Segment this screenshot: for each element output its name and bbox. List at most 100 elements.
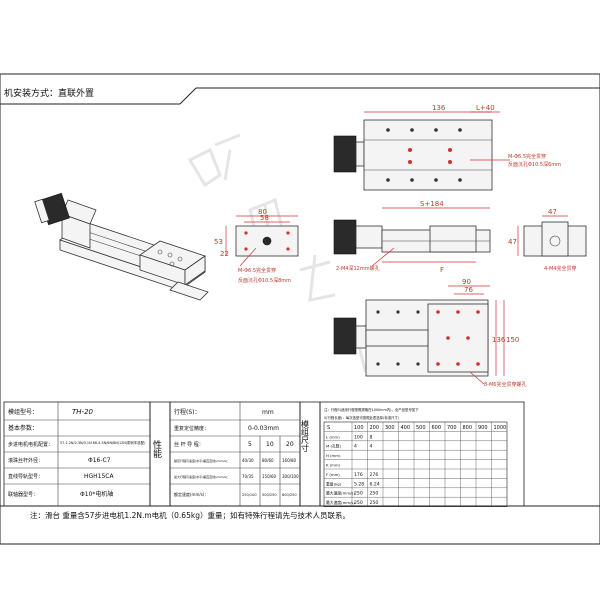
spec-label-3: 滚珠丝杆外径：: [8, 457, 43, 464]
through-hole: [448, 148, 452, 152]
perf-val-0-0: 0-0.03mm: [248, 425, 279, 432]
m6-hole: [446, 336, 450, 340]
dim-58-small: 58: [260, 214, 269, 222]
perf-val-2-2: 160/80: [282, 458, 297, 463]
dim-f: F: [440, 266, 444, 274]
spec-value-3: Φ16-C7: [88, 457, 111, 464]
size-cell: 100: [354, 434, 363, 440]
size-header-cell: 700: [447, 425, 457, 431]
dim-76-bottom: 76: [464, 286, 473, 294]
perf-side-label: 性能: [151, 439, 162, 459]
mounting-hole: [434, 128, 438, 132]
size-header-cell: 900: [478, 425, 488, 431]
rail-hole: [416, 362, 420, 366]
size-header-cell: S: [327, 425, 330, 431]
rail-hole: [376, 362, 380, 366]
through-hole: [408, 148, 412, 152]
through-hole: [448, 160, 452, 164]
size-cell: 250: [354, 491, 363, 497]
size-header-cell: 300: [385, 425, 395, 431]
size-cell: 6.24: [370, 481, 380, 487]
perf-val-1-2: 20: [286, 441, 294, 448]
mounting-hole: [410, 128, 414, 132]
size-header-cell: 800: [463, 425, 473, 431]
perf-val-1-0: 5: [248, 441, 252, 448]
rail-hole: [396, 310, 400, 314]
spec-value-0: TH-20: [72, 408, 94, 416]
dim-136-top: 136: [432, 104, 446, 112]
dim-22-small: 22: [220, 250, 229, 258]
size-header-cell: 1000: [494, 425, 507, 431]
size-row-label: K (mm): [326, 463, 341, 468]
rail-hole: [416, 310, 420, 314]
front-view: S+184 F 2-M4深12mm螺孔: [333, 200, 491, 274]
perf-label-2: 额定行程与速度(水平/垂直直线)(mm/s)：: [174, 458, 230, 463]
spec-label-0: 模组型号：: [8, 408, 38, 416]
rail-hole: [376, 310, 380, 314]
dim-s184: S+184: [420, 200, 444, 208]
drawing-frame: [0, 73, 600, 545]
perf-rows: 行程(S)： mm 重复定位精度： 0-0.03mm 丝 杆 导 程： 5 10…: [170, 408, 300, 506]
size-row-label: F (mm): [326, 472, 340, 477]
callout-m6-bottom: 8-M6完全贯穿螺孔: [484, 381, 526, 388]
spec-table: 模组型号： TH-20 基本参数： 步进电机电机配置： 57-1.2N/2.3N…: [3, 401, 525, 507]
perf-val-3-2: 300/100: [282, 474, 299, 479]
m6-hole: [476, 310, 480, 314]
spec-value-5: Φ10*电机轴: [80, 490, 113, 498]
perf-val-4-1: 500/250: [262, 493, 277, 497]
mounting-hole: [386, 128, 390, 132]
size-note-1: 注：行程S(适用行程按照规格在1000mm内)，全产品型号如下: [324, 407, 419, 412]
footer-note: 注：滑台 重量含57步进电机1.2N.m电机（0.65kg）重量；如有特殊行程请…: [30, 510, 350, 520]
bottom-view: 90 76 136 150 8-M6完全贯穿螺孔: [333, 278, 526, 388]
through-hole: [408, 160, 412, 164]
size-table: 注：行程S(适用行程按照规格在1000mm内)，全产品型号如下 S(行程长度)：…: [323, 407, 508, 507]
m6-hole: [436, 310, 440, 314]
iso-view: [34, 192, 209, 301]
size-header-cell: 600: [432, 425, 442, 431]
size-cell: 4: [354, 444, 357, 450]
m6-hole: [456, 362, 460, 366]
size-row-label: L (mm): [326, 434, 340, 439]
spec-label-5: 联轴器型号：: [8, 491, 38, 498]
dim-90-bottom: 90: [462, 278, 471, 286]
header-rule-slant: [179, 87, 197, 105]
size-header-cell: 500: [416, 425, 426, 431]
dim-136-bottom: 136: [492, 336, 506, 344]
m6-hole: [476, 362, 480, 366]
m6-hole: [456, 310, 460, 314]
dim-80-small: 80: [258, 208, 267, 216]
rail-hole: [396, 362, 400, 366]
mounting-hole: [458, 178, 462, 182]
mounting-hole: [386, 178, 390, 182]
size-header-cell: 200: [370, 425, 380, 431]
spec-left-rows: 模组型号： TH-20 基本参数： 步进电机电机配置： 57-1.2N/2.3N…: [4, 408, 150, 498]
perf-header-unit: mm: [262, 409, 274, 416]
perf-label-3: 最大行程与速度(水平/垂直直线)(mm/s)：: [174, 474, 230, 479]
dim-l40-top: L+40: [476, 104, 495, 112]
size-note-2: S(行程长度)：每次选型可按照此表选择(标准尺寸): [324, 415, 400, 420]
callout-m4-end: 4-M4完全贯穿: [544, 265, 576, 272]
spec-value-4: HGH15CA: [84, 473, 114, 480]
size-row-label: H (mm): [326, 453, 341, 458]
size-row-label: 重量(kg): [326, 481, 342, 486]
spec-label-2: 步进电机电机配置：: [8, 441, 53, 448]
size-cell: 250: [370, 491, 379, 497]
perf-val-2-1: 80/60: [262, 458, 274, 463]
callout-m4-rail: 2-M4深12mm螺孔: [336, 265, 380, 272]
dim-150-bottom: 150: [506, 336, 519, 344]
perf-val-4-2: 600/250: [282, 493, 297, 497]
m6-hole: [466, 336, 470, 340]
end-view: 47 47 4-M4完全贯穿: [508, 208, 587, 272]
size-side-label: 模组尺寸: [301, 419, 310, 452]
perf-label-0: 重复定位精度：: [174, 425, 209, 432]
size-row-label: M (孔数): [326, 444, 342, 449]
spec-value-2: 57-1.2N/2.3N/3.1N 86-4.5N/6N/8N/12N(带刹车选…: [60, 440, 146, 445]
perf-header-label: 行程(S)：: [174, 408, 201, 416]
size-cell: 4: [370, 444, 373, 450]
callout-m6-small-sub: 反面沉孔Φ10.5深8mm: [238, 277, 291, 284]
perf-val-2-0: 40/30: [242, 458, 254, 463]
header-title: 机安装方式：直联外置: [4, 87, 94, 99]
mounting-hole: [410, 178, 414, 182]
dim-53-small: 53: [214, 238, 223, 246]
size-cell: 276: [370, 472, 379, 478]
